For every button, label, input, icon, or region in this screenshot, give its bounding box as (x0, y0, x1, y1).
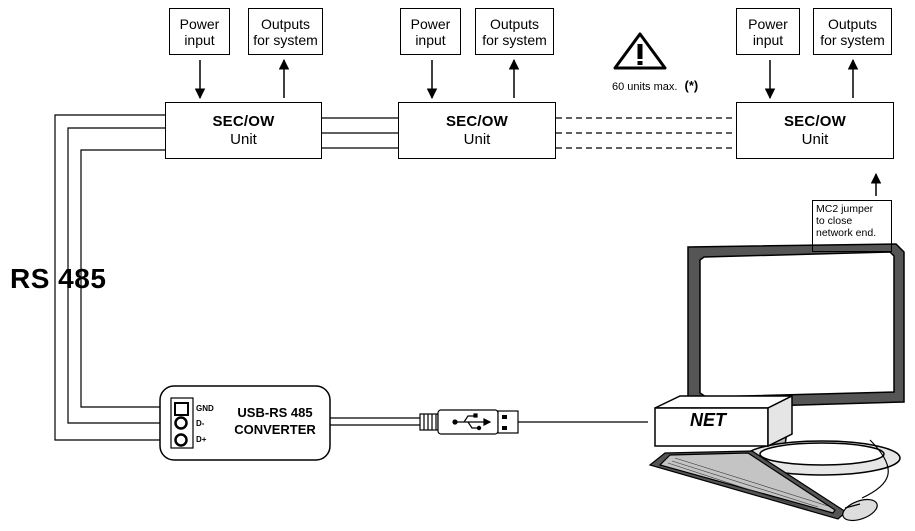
pc-label: NET (690, 410, 726, 430)
wire-outer (54, 114, 165, 441)
outputs-line1: Outputs (260, 15, 311, 32)
jumper-line: MC2 jumper (816, 203, 874, 215)
wire-middle (67, 127, 165, 424)
outputs-box-3: Outputs for system (813, 8, 892, 55)
unit-subtitle: Unit (463, 130, 491, 148)
power-input-line2: input (184, 31, 215, 48)
pin-dminus-label: D- (196, 419, 205, 428)
jumper-line: network end. (816, 227, 877, 239)
converter-line1: USB-RS 485 (237, 405, 313, 420)
pin-gnd-label: GND (196, 404, 214, 413)
outputs-line2: for system (482, 31, 547, 48)
pin-dplus-label: D+ (196, 435, 207, 444)
power-input-box-2: Power input (400, 8, 461, 55)
power-input-box-1: Power input (169, 8, 230, 55)
outputs-box-2: Outputs for system (475, 8, 554, 55)
power-input-line1: Power (748, 15, 788, 32)
mouse-cable (861, 439, 889, 499)
terminal-d-minus (174, 416, 188, 430)
bus-segment-1 (320, 117, 398, 149)
power-input-box-3: Power input (736, 8, 800, 55)
usb-icon (452, 413, 492, 431)
warning-icon (613, 32, 667, 70)
bus-label: RS 485 (10, 263, 107, 294)
pc-case-icon (654, 394, 793, 448)
sec-ow-unit-3: SEC/OW Unit (736, 102, 894, 159)
warning-marker: (*) (684, 78, 699, 93)
monitor-icon (687, 243, 905, 476)
terminal-d-plus (174, 433, 188, 447)
mouse-icon (842, 498, 878, 522)
jumper-line: to close (816, 215, 853, 227)
unit-title: SEC/OW (783, 112, 847, 130)
unit-subtitle: Unit (801, 130, 829, 148)
power-input-line2: input (752, 31, 784, 48)
converter-box (159, 385, 331, 461)
outputs-line1: Outputs (489, 15, 540, 32)
warning-note: 60 units max. (*) (612, 78, 698, 93)
power-input-line2: input (415, 31, 446, 48)
power-input-line1: Power (410, 15, 451, 32)
warning-text: 60 units max. (612, 81, 678, 93)
bus-segment-dashed (556, 117, 736, 149)
unit-subtitle: Unit (230, 130, 257, 148)
outputs-line1: Outputs (827, 15, 878, 32)
wire-inner (80, 149, 165, 408)
keyboard-icon (648, 450, 847, 520)
outputs-line2: for system (253, 31, 318, 48)
unit-title: SEC/OW (212, 112, 275, 130)
converter-line2: CONVERTER (234, 422, 316, 437)
jumper-note-box: MC2 jumper to close network end. (812, 200, 892, 252)
unit-title: SEC/OW (445, 112, 509, 130)
sec-ow-unit-1: SEC/OW Unit (165, 102, 322, 159)
converter-label: USB-RS 485 CONVERTER (220, 404, 330, 438)
terminal-gnd (174, 402, 189, 416)
rs485-wires (54, 114, 165, 441)
outputs-box-1: Outputs for system (248, 8, 323, 55)
power-input-line1: Power (179, 15, 220, 32)
sec-ow-unit-2: SEC/OW Unit (398, 102, 556, 159)
outputs-line2: for system (820, 31, 885, 48)
